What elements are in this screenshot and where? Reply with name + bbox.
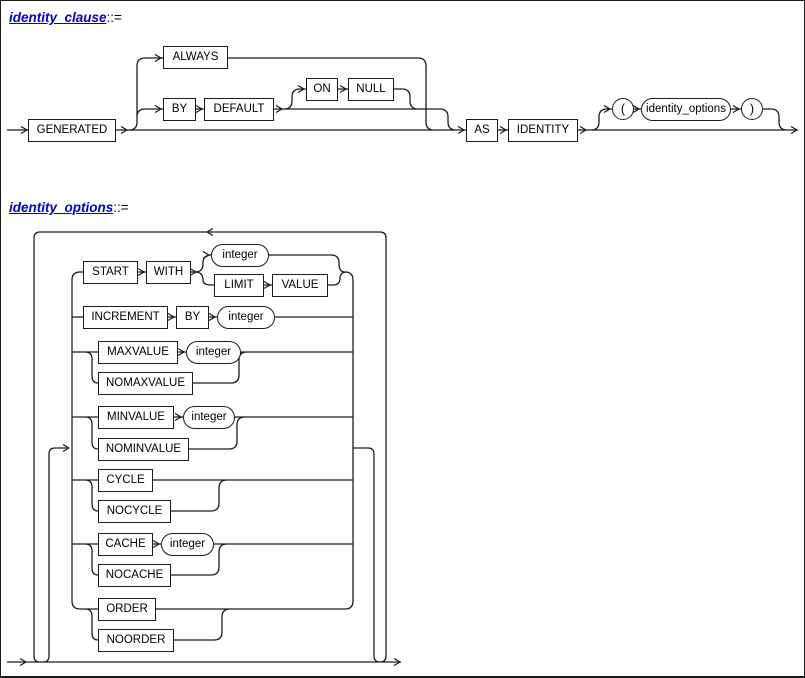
identity-options-link[interactable]: identity_options — [9, 200, 114, 215]
left-paren-terminal: ( — [612, 98, 634, 120]
keyword-null: NULL — [348, 78, 394, 101]
integer-operand-start: integer — [211, 244, 269, 267]
identity-clause-link[interactable]: identity_clause — [9, 10, 107, 25]
keyword-as: AS — [466, 119, 498, 142]
keyword-cache: CACHE — [98, 533, 153, 556]
keyword-maxvalue: MAXVALUE — [98, 341, 178, 364]
integer-operand-minvalue: integer — [183, 406, 235, 429]
keyword-start: START — [83, 261, 138, 284]
keyword-with: WITH — [146, 261, 191, 284]
keyword-nomaxvalue: NOMAXVALUE — [98, 372, 193, 395]
right-paren-terminal: ) — [741, 98, 763, 120]
keyword-cycle: CYCLE — [98, 469, 153, 492]
keyword-limit: LIMIT — [214, 274, 264, 297]
d1-main-line — [7, 57, 798, 131]
keyword-minvalue: MINVALUE — [98, 406, 174, 429]
diagram2-title: identity_options::= — [9, 200, 129, 215]
integer-operand-increment: integer — [217, 306, 275, 329]
keyword-nominvalue: NOMINVALUE — [98, 438, 189, 461]
keyword-on: ON — [306, 78, 338, 101]
d2-lines — [7, 231, 401, 663]
keyword-default: DEFAULT — [204, 98, 274, 121]
integer-operand-maxvalue: integer — [186, 341, 241, 364]
defined-as-symbol: ::= — [106, 10, 122, 25]
keyword-generated: GENERATED — [28, 119, 116, 142]
keyword-value: VALUE — [272, 274, 328, 297]
keyword-nocycle: NOCYCLE — [98, 500, 171, 523]
keyword-identity: IDENTITY — [508, 119, 578, 142]
diagram1-title: identity_clause::= — [9, 10, 122, 25]
identity-options-ref: identity_options — [641, 98, 731, 121]
keyword-by: BY — [176, 306, 209, 329]
keyword-order: ORDER — [98, 598, 156, 621]
keyword-by: BY — [163, 98, 196, 121]
keyword-increment: INCREMENT — [83, 306, 168, 329]
keyword-always: ALWAYS — [163, 46, 228, 69]
arrowheads — [19, 53, 798, 667]
integer-operand-cache: integer — [161, 533, 214, 556]
keyword-nocache: NOCACHE — [98, 564, 171, 587]
keyword-noorder: NOORDER — [98, 629, 174, 652]
defined-as-symbol: ::= — [113, 200, 129, 215]
